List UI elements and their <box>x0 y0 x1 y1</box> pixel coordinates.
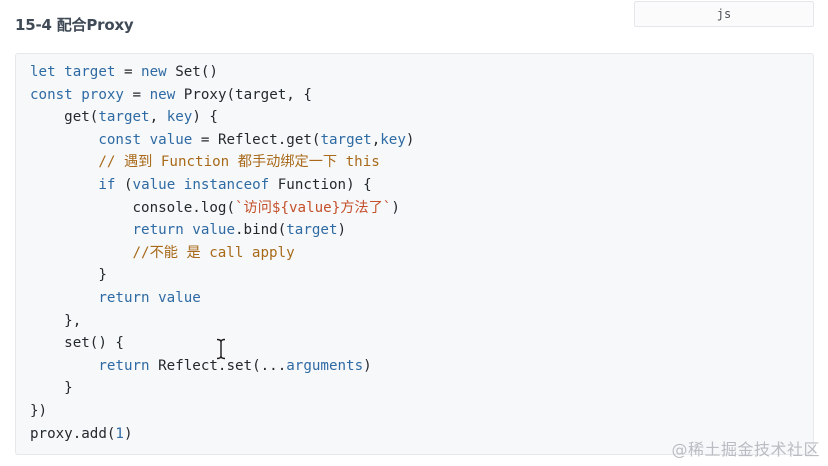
code-line: set() { <box>30 332 414 355</box>
code-line: } <box>30 377 414 400</box>
language-tag[interactable]: js <box>634 1 814 27</box>
section-heading: 15-4 配合Proxy <box>15 16 134 34</box>
code-line: return Reflect.set(...arguments) <box>30 355 414 378</box>
code-line: // 遇到 Function 都手动绑定一下 this <box>30 151 414 174</box>
code-token: value <box>192 222 236 239</box>
code-token: target <box>286 222 338 239</box>
code-token: , <box>149 109 167 126</box>
code-token: return <box>98 289 150 306</box>
code-token <box>30 154 98 170</box>
code-token <box>141 132 150 148</box>
code-token: key <box>166 109 193 126</box>
text-cursor-icon <box>216 338 226 360</box>
code-token <box>56 64 65 80</box>
code-token <box>184 222 193 238</box>
code-token: instanceof <box>183 176 270 193</box>
code-token <box>30 222 133 238</box>
code-token: const <box>98 131 142 148</box>
code-token: `访问${value}方法了` <box>235 199 392 216</box>
code-line: const value = Reflect.get(target,key) <box>30 129 414 152</box>
code-token: ( <box>115 176 133 193</box>
code-token: ) <box>123 425 133 442</box>
code-token: value <box>132 176 176 193</box>
code-line: } <box>30 264 414 287</box>
code-token: return <box>98 357 150 374</box>
code-line: let target = new Set() <box>30 61 414 84</box>
code-token: } <box>30 267 107 284</box>
code-token <box>30 177 98 193</box>
code-token: console.log( <box>30 199 235 216</box>
code-token: key <box>380 131 406 148</box>
code-token: arguments <box>286 357 364 374</box>
code-token <box>73 87 82 103</box>
code-token: .bind( <box>235 222 287 239</box>
code-token <box>30 132 98 148</box>
code-token: // 遇到 Function 都手动绑定一下 this <box>98 154 380 171</box>
code-token: if <box>98 176 116 193</box>
code-line: const proxy = new Proxy(target, { <box>30 84 414 107</box>
code-block[interactable]: let target = new Set()const proxy = new … <box>15 53 814 455</box>
code-lines: let target = new Set()const proxy = new … <box>30 61 414 445</box>
code-token: }, <box>30 312 82 329</box>
code-token <box>175 177 184 193</box>
code-token: Set() <box>166 64 218 80</box>
code-line: //不能 是 call apply <box>30 242 414 265</box>
code-token <box>30 245 133 261</box>
code-token: Function) { <box>269 176 372 193</box>
code-token <box>150 290 159 306</box>
code-token: ) <box>391 199 400 216</box>
code-token: return <box>132 222 184 239</box>
code-token: ) { <box>192 109 218 126</box>
code-token: Proxy(target, { <box>175 86 312 103</box>
code-token: //不能 是 call apply <box>132 244 295 261</box>
code-line: get(target, key) { <box>30 106 414 129</box>
code-token: target <box>320 131 372 148</box>
watermark: @稀土掘金技术社区 <box>671 440 820 459</box>
code-token: new <box>149 86 176 103</box>
code-token: target <box>64 64 116 80</box>
code-token: = Reflect.get( <box>192 131 321 148</box>
code-token: } <box>30 380 73 397</box>
code-token: set() { <box>30 335 124 352</box>
code-token: = <box>123 86 150 103</box>
code-token: let <box>30 64 56 80</box>
code-token: const <box>30 86 73 103</box>
code-token <box>30 358 98 374</box>
code-line: }, <box>30 310 414 333</box>
code-token: target <box>98 109 150 126</box>
code-token: proxy.add( <box>30 425 116 442</box>
code-line: }) <box>30 400 414 423</box>
code-line: proxy.add(1) <box>30 423 414 446</box>
code-token: Reflect.set(... <box>149 357 287 374</box>
code-line: if (value instanceof Function) { <box>30 174 414 197</box>
code-token: 1 <box>115 425 124 442</box>
code-token: ) <box>363 357 372 374</box>
code-token: get( <box>30 109 99 126</box>
code-line: return value.bind(target) <box>30 219 414 242</box>
code-token: = <box>115 64 142 80</box>
code-token: new <box>141 64 167 80</box>
code-token: }) <box>30 402 48 419</box>
code-line: console.log(`访问${value}方法了`) <box>30 197 414 220</box>
code-token: ) <box>337 222 347 239</box>
code-token: , <box>371 131 381 148</box>
code-token: value <box>158 289 201 306</box>
code-token: proxy <box>81 86 124 103</box>
code-token: value <box>149 131 193 148</box>
code-token <box>30 290 98 306</box>
code-token: ) <box>405 131 415 148</box>
code-line: return value <box>30 287 414 310</box>
